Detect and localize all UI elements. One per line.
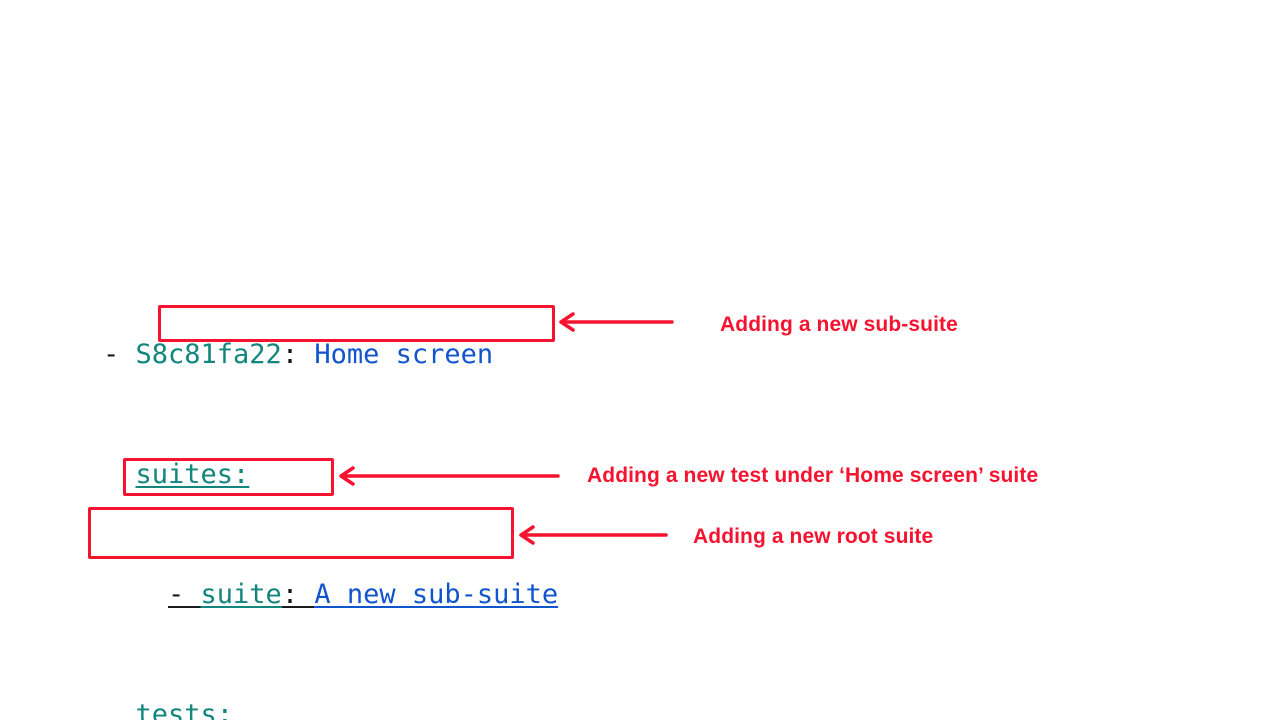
yaml-suites-key: suites: (135, 459, 250, 490)
arrow-to-sub-suite-box-icon (559, 312, 674, 332)
annotation-new-test: Adding a new test under ‘Home screen’ su… (587, 464, 1039, 487)
yaml-code-block: - S8c81fa22: Home screen suites: - suite… (103, 250, 835, 720)
yaml-line-root-suite-home: - S8c81fa22: Home screen (103, 340, 835, 370)
annotation-new-root-suite: Adding a new root suite (693, 525, 934, 548)
yaml-line-new-sub-suite: - suite: A new sub-suite (103, 580, 835, 610)
highlight-box-new-root-suite (88, 507, 514, 559)
annotation-new-sub-suite: Adding a new sub-suite (720, 313, 958, 336)
arrow-to-new-test-box-icon (339, 466, 560, 486)
highlight-box-new-test (123, 458, 334, 496)
yaml-line-tests-key: tests: (103, 700, 835, 720)
yaml-dash: - (103, 339, 136, 370)
yaml-suite-id: S8c81fa22 (135, 339, 282, 370)
yaml-new-sub-suite-title: A new sub-suite (314, 579, 559, 610)
yaml-suite-keyword: suite (200, 579, 282, 610)
highlight-box-new-sub-suite (158, 305, 555, 342)
yaml-dash: - (168, 579, 201, 610)
yaml-suite-title: Home screen (314, 339, 494, 370)
yaml-colon: : (281, 339, 315, 370)
yaml-tests-key: tests: (135, 699, 234, 720)
yaml-line-suites-key: suites: (103, 460, 835, 490)
arrow-to-root-suite-box-icon (519, 525, 668, 545)
yaml-colon: : (281, 579, 315, 610)
